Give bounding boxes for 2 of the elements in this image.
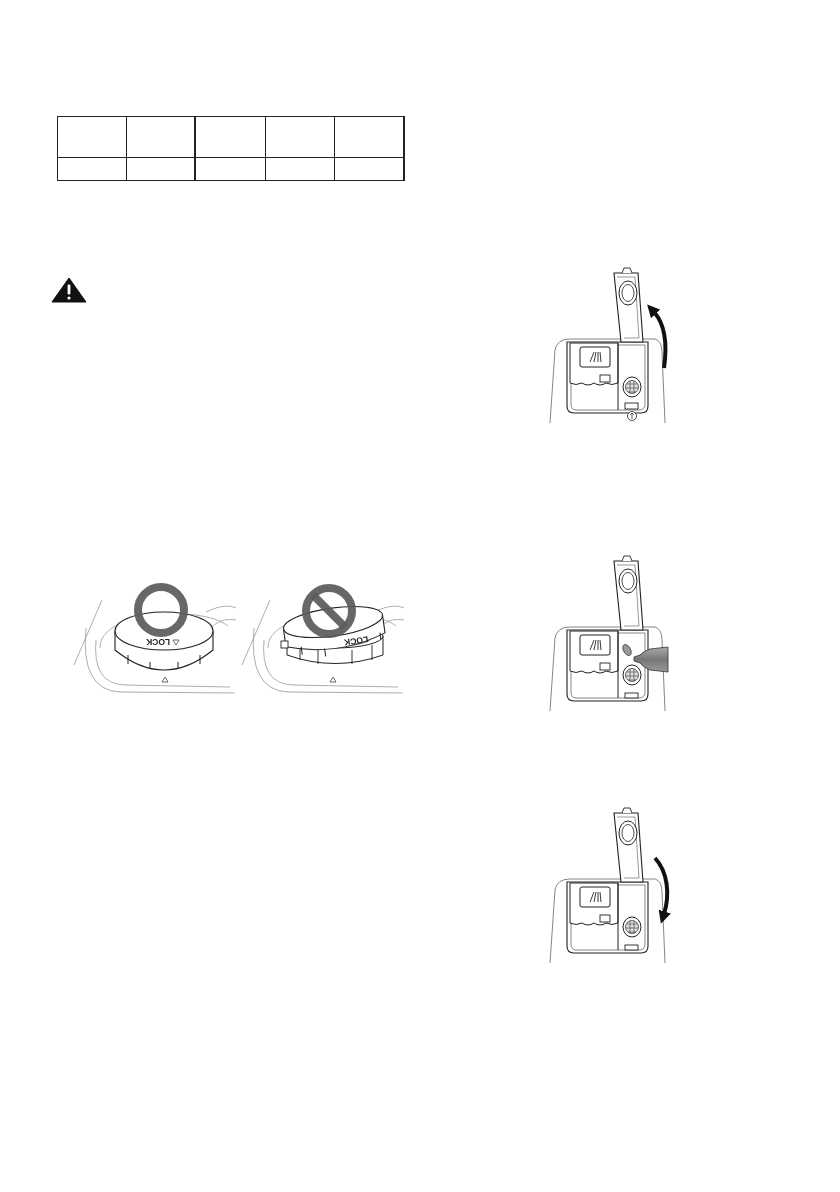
lock-label: LOCK — [343, 634, 369, 647]
lock-label: LOCK — [146, 637, 171, 646]
